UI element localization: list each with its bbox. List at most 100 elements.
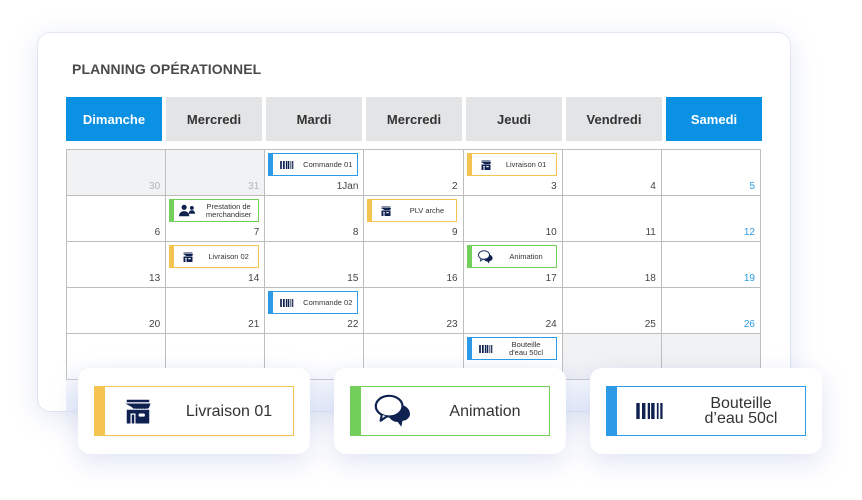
featured-label-line2: d’eau 50cl <box>704 410 778 427</box>
day-number: 18 <box>644 273 656 284</box>
weekday-dimanche[interactable]: Dimanche <box>66 97 162 141</box>
day-number: 4 <box>650 181 656 192</box>
day-cell[interactable]: 23 <box>364 288 464 334</box>
event-commande-01[interactable]: Commande 01 <box>268 153 359 176</box>
day-cell[interactable]: 16 <box>364 242 464 288</box>
day-number: 11 <box>645 227 656 238</box>
day-cell[interactable]: 19 <box>661 242 761 288</box>
day-cell[interactable]: 13 <box>67 242 167 288</box>
day-number: 13 <box>149 273 161 284</box>
weekday-mercredi[interactable]: Mercredi <box>166 97 262 141</box>
event-label: Animation <box>509 251 543 261</box>
day-number: 20 <box>149 319 161 330</box>
day-number: 2 <box>452 181 458 192</box>
day-number: 30 <box>149 181 161 192</box>
day-cell[interactable]: 11 <box>562 196 662 242</box>
day-cell[interactable]: 8 <box>265 196 365 242</box>
event-label: Commande 01 <box>303 159 353 169</box>
weekday-jeudi[interactable]: Jeudi <box>466 97 562 141</box>
featured-card-livraison: Livraison 01 <box>78 368 310 454</box>
day-number: 6 <box>154 227 161 238</box>
day-cell[interactable]: 25 <box>562 288 662 334</box>
barcode-icon <box>623 403 677 419</box>
day-number: 24 <box>545 319 557 330</box>
day-cell[interactable]: 26 <box>661 288 761 334</box>
day-number: 8 <box>352 227 359 238</box>
store-icon <box>375 205 397 217</box>
event-label: Commande 02 <box>303 297 353 307</box>
featured-card-animation: Animation <box>334 368 566 454</box>
page-title: PLANNING OPÉRATIONNEL <box>72 61 262 77</box>
featured-event-animation[interactable]: Animation <box>350 386 550 436</box>
day-cell[interactable]: Animation 17 <box>463 242 563 288</box>
event-label-line2: merchandiser <box>205 209 252 219</box>
day-cell[interactable]: Commande 01 1Jan <box>265 150 365 196</box>
store-icon <box>111 396 165 426</box>
day-cell[interactable]: 20 <box>67 288 167 334</box>
day-number: 22 <box>347 319 359 330</box>
weekday-samedi[interactable]: Samedi <box>666 97 762 141</box>
day-cell[interactable]: Commande 02 22 <box>265 288 365 334</box>
day-number: 3 <box>551 181 557 192</box>
day-number: 1Jan <box>336 181 359 192</box>
day-cell[interactable]: Livraison 01 3 <box>463 150 563 196</box>
day-number: 9 <box>452 227 458 238</box>
barcode-icon <box>276 299 298 307</box>
day-cell[interactable]: 15 <box>265 242 365 288</box>
day-cell[interactable]: 18 <box>562 242 662 288</box>
event-label-line2: d'eau 50cl <box>509 347 544 357</box>
barcode-icon <box>276 161 298 169</box>
weekday-mercredi-2[interactable]: Mercredi <box>366 97 462 141</box>
featured-event-label: Livraison 01 <box>185 402 273 420</box>
store-icon <box>177 251 199 263</box>
calendar-grid: 30 31 Commande 01 1Jan 2 Livraison 01 3 … <box>66 149 761 380</box>
day-number: 12 <box>743 227 755 238</box>
day-number: 7 <box>253 227 260 238</box>
event-livraison-01[interactable]: Livraison 01 <box>466 153 557 176</box>
barcode-icon <box>475 345 497 353</box>
day-cell[interactable]: 6 <box>67 196 167 242</box>
users-icon <box>177 204 199 217</box>
event-animation[interactable]: Animation <box>466 245 557 268</box>
event-label: Livraison 02 <box>208 251 249 261</box>
day-number: 16 <box>446 273 458 284</box>
weekday-header: Dimanche Mercredi Mardi Mercredi Jeudi V… <box>66 97 762 141</box>
day-number: 10 <box>545 227 557 238</box>
day-cell[interactable]: 21 <box>166 288 266 334</box>
featured-label-line1: Bouteille <box>710 395 772 412</box>
day-cell[interactable]: 2 <box>364 150 464 196</box>
day-cell[interactable]: PLV arche 9 <box>364 196 464 242</box>
event-plv-arche[interactable]: PLV arche <box>367 199 458 222</box>
event-label: Livraison 01 <box>505 159 547 169</box>
day-number: 15 <box>347 273 359 284</box>
day-number: 25 <box>644 319 656 330</box>
day-cell[interactable]: 4 <box>562 150 662 196</box>
day-number: 5 <box>749 181 755 192</box>
day-cell[interactable]: 12 <box>661 196 761 242</box>
day-cell[interactable]: 30 <box>67 150 167 196</box>
day-cell[interactable]: 5 <box>661 150 761 196</box>
day-number: 17 <box>545 273 557 284</box>
day-cell[interactable]: Livraison 02 14 <box>166 242 266 288</box>
day-number: 23 <box>446 319 458 330</box>
chat-bubbles-icon <box>475 250 497 264</box>
day-cell[interactable]: 24 <box>463 288 563 334</box>
day-number: 14 <box>248 273 260 284</box>
event-livraison-02[interactable]: Livraison 02 <box>169 245 260 268</box>
day-cell[interactable]: 31 <box>166 150 266 196</box>
day-number: 21 <box>248 319 260 330</box>
featured-event-label: Animation <box>449 402 521 420</box>
event-commande-02[interactable]: Commande 02 <box>268 291 359 314</box>
featured-event-livraison-01[interactable]: Livraison 01 <box>94 386 294 436</box>
event-label-line1: Bouteille <box>511 339 541 349</box>
weekday-mardi[interactable]: Mardi <box>266 97 362 141</box>
day-cell[interactable]: 10 <box>463 196 563 242</box>
weekday-vendredi[interactable]: Vendredi <box>566 97 662 141</box>
